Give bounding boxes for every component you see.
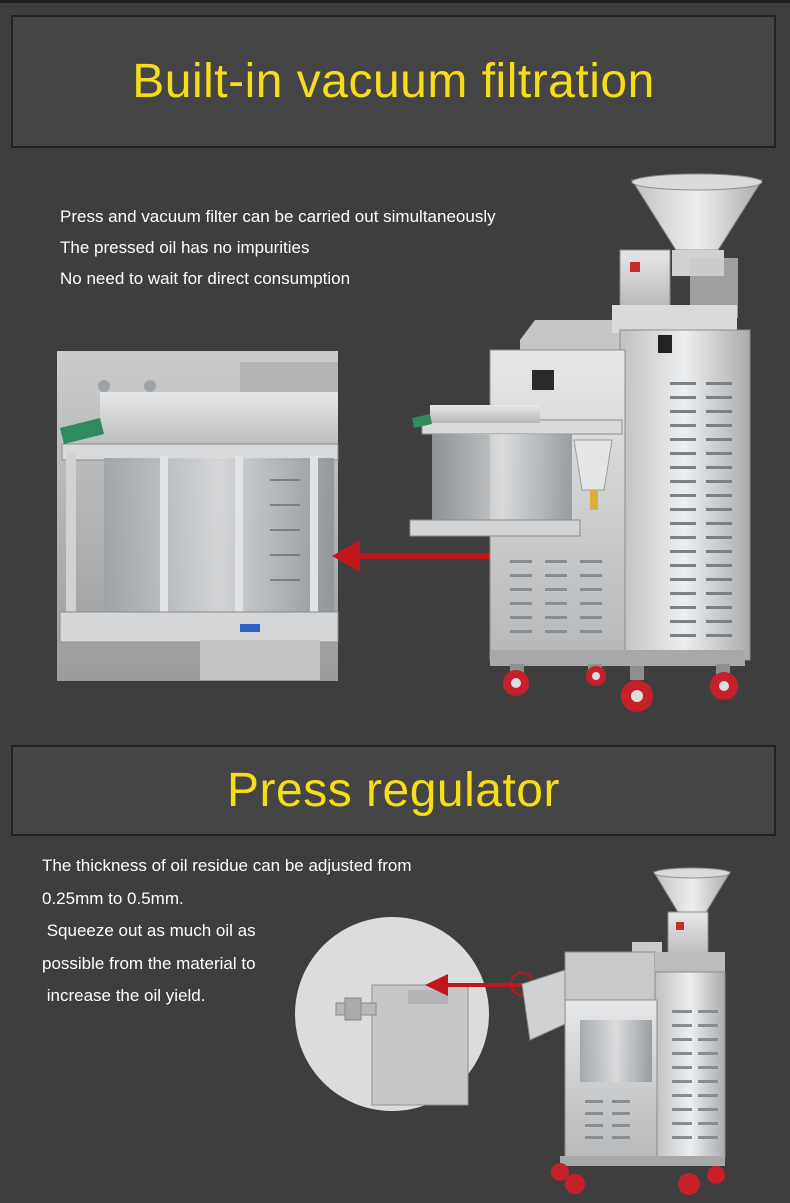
description-line: increase the oil yield. [42,986,206,1005]
section-title: Press regulator [227,764,560,817]
section-header-regulator: Press regulator [11,745,776,836]
section-title: Built-in vacuum filtration [132,55,655,108]
section-header-vacuum: Built-in vacuum filtration [11,15,776,148]
description-line: No need to wait for direct consumption [60,269,351,288]
zoom-detail-panel [57,351,339,681]
zoom-detail-circle [295,917,489,1111]
vacuum-filter-illustration [57,173,763,712]
oil-press-machine [409,173,763,712]
description-line: possible from the material to [42,953,256,973]
press-regulator-illustration [295,867,731,1195]
description-line: The pressed oil has no impurities [60,238,310,257]
description-line: The thickness of oil residue can be adju… [42,856,412,875]
description-line: Press and vacuum filter can be carried o… [60,207,496,226]
description-line: Squeeze out as much oil as [42,921,256,940]
arrow-left [332,540,490,572]
vacuum-description: Press and vacuum filter can be carried o… [60,201,496,294]
description-line: 0.25mm to 0.5mm. [42,888,184,908]
regulator-description: The thickness of oil residue can be adju… [42,850,411,1013]
top-edge-bar [0,0,790,3]
oil-press-machine [521,867,731,1195]
